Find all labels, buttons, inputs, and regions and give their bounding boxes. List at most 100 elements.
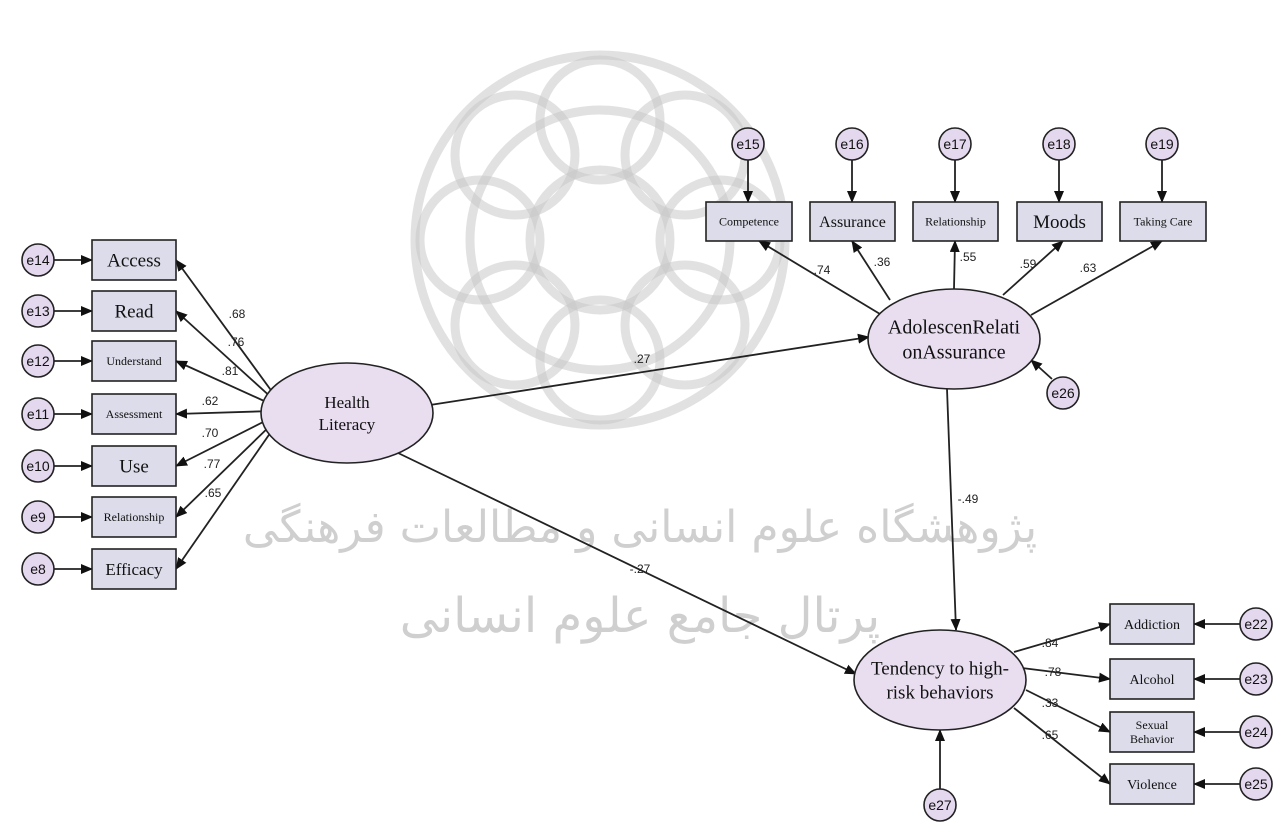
loading-coefficient-top: .55 (960, 250, 977, 264)
error-node-top-label: e17 (943, 136, 967, 152)
latent-tendency-high-risk-label: risk behaviors (886, 683, 993, 704)
loading-coefficient-top: .36 (874, 255, 891, 269)
error-node-e26 (1046, 376, 1080, 410)
error-node-left-label: e9 (30, 509, 46, 525)
left-loading-arrow (175, 422, 274, 518)
loading-coefficient-right: .78 (1045, 665, 1062, 679)
loading-coefficient-right: .84 (1042, 636, 1059, 650)
error-node-e26-label: e26 (1051, 385, 1075, 401)
loading-coefficient-top: .59 (1020, 257, 1037, 271)
edges-layer (54, 160, 1240, 790)
indicator-box-left (91, 548, 177, 590)
indicator-label-top: Taking Care (1134, 215, 1193, 229)
indicator-box-left (91, 445, 177, 487)
error-node-right (1239, 662, 1273, 696)
error-node-left (21, 500, 55, 534)
indicator-box-top (912, 201, 999, 242)
indicator-box-top (809, 201, 896, 242)
indicator-label-right: Sexual (1136, 718, 1169, 732)
error-node-left (21, 449, 55, 483)
right-loading-arrow (1013, 622, 1111, 653)
loading-coefficient-right: .65 (1042, 728, 1059, 742)
error-node-right (1239, 715, 1273, 749)
indicator-box-right (1109, 711, 1195, 753)
indicator-box-left (91, 340, 177, 382)
indicator-label-left: Efficacy (105, 560, 163, 579)
top-loading-arrow (949, 240, 960, 290)
indicator-box-top (1016, 201, 1103, 242)
indicator-label-right: Alcohol (1129, 673, 1174, 688)
indicator-label-left: Read (114, 302, 154, 323)
loading-coefficient-top: .74 (814, 263, 831, 277)
left-loading-arrow (175, 360, 274, 406)
error-node-left-label: e14 (26, 252, 50, 268)
latent-health-literacy-label: Literacy (319, 415, 376, 434)
error-node-right-label: e22 (1244, 616, 1268, 632)
path-coefficient-hl-assurance: .27 (634, 352, 651, 366)
error-node-left-label: e11 (27, 406, 50, 422)
indicator-label-top: Relationship (925, 215, 986, 229)
left-loading-arrow (175, 310, 274, 400)
indicator-label-top: Competence (719, 215, 779, 229)
path-coefficient-hl-tendency: -.27 (630, 562, 651, 576)
error-node-right-label: e25 (1244, 776, 1268, 792)
latent-adolescent-relation-assurance (867, 288, 1041, 390)
indicator-label-left: Understand (106, 354, 161, 368)
latent-health-literacy-label: Health (324, 393, 370, 412)
error-node-right (1239, 767, 1273, 801)
coefficient-labels-layer: .68.76.81.62.70.77.65.74.36.55.59.63.84.… (202, 250, 1097, 742)
nodes-layer: Accesse14Reade13Understande12Assessmente… (21, 127, 1273, 822)
error-node-top (731, 127, 765, 161)
latent-tendency-high-risk (853, 629, 1027, 731)
indicator-label-left: Assessment (106, 407, 163, 421)
error-node-left (21, 243, 55, 277)
loading-coefficient-left: .76 (228, 335, 245, 349)
path-coefficient-assurance-tendency: -.49 (958, 492, 979, 506)
indicator-label-top: Assurance (819, 214, 886, 231)
error-node-right (1239, 607, 1273, 641)
indicator-label-left: Access (107, 251, 161, 272)
right-loading-arrow (1021, 667, 1111, 683)
error-node-left-label: e13 (26, 303, 50, 319)
structural-path-assurance-to-tendency (946, 388, 961, 631)
error-node-left-label: e10 (26, 458, 50, 474)
indicator-label-right: Violence (1127, 778, 1177, 793)
indicator-box-left (91, 239, 177, 281)
error-node-left (21, 552, 55, 586)
top-loading-arrow (1030, 240, 1163, 316)
indicator-box-left (91, 290, 177, 332)
error-node-top-label: e15 (736, 136, 760, 152)
indicator-label-left: Use (119, 457, 149, 478)
error-node-top-label: e18 (1047, 136, 1071, 152)
latent-adolescent-relation-assurance-label: AdolescenRelati (888, 317, 1021, 339)
error-node-e27 (923, 788, 957, 822)
error-node-e27-label: e27 (928, 797, 952, 813)
latent-health-literacy (260, 362, 434, 464)
indicator-box-left (91, 393, 177, 435)
indicator-label-right: Behavior (1130, 732, 1174, 746)
loading-coefficient-left: .81 (222, 364, 239, 378)
left-loading-arrow (175, 259, 274, 394)
right-loading-arrow (1013, 707, 1111, 785)
indicator-label-right: Addiction (1124, 618, 1180, 633)
indicator-box-right (1109, 658, 1195, 700)
error-node-top (1145, 127, 1179, 161)
error-arrow-e26 (1030, 359, 1053, 380)
error-node-left-label: e8 (30, 561, 46, 577)
error-node-top-label: e19 (1150, 136, 1174, 152)
error-node-right-label: e24 (1244, 724, 1268, 740)
error-node-left (21, 294, 55, 328)
watermark-text-line1: پژوهشگاه علوم انسانی و مطالعات فرهنگی (243, 502, 1037, 553)
loading-coefficient-left: .68 (229, 307, 246, 321)
error-node-left (21, 397, 55, 431)
latent-tendency-high-risk-label: Tendency to high- (871, 659, 1009, 680)
latent-adolescent-relation-assurance-label: onAssurance (902, 342, 1005, 364)
top-loading-arrow (1002, 240, 1064, 296)
watermark-text-line2: پرتال جامع علوم انسانی (400, 588, 881, 644)
indicator-box-left (91, 496, 177, 538)
left-loading-arrow (175, 428, 274, 570)
indicator-label-top: Moods (1033, 212, 1086, 233)
loading-coefficient-right: .33 (1042, 696, 1059, 710)
